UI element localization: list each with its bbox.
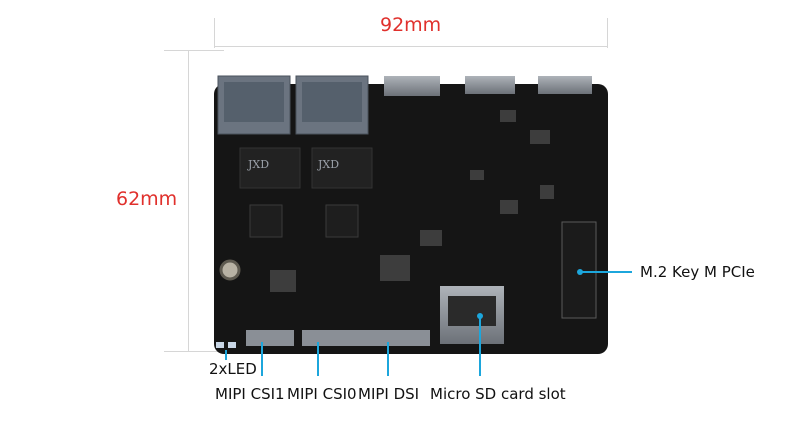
label-led: 2xLED bbox=[209, 360, 257, 378]
board-width-label: 92mm bbox=[380, 14, 442, 36]
label-csi0: MIPI CSI0 bbox=[287, 385, 357, 403]
height-guide-top bbox=[164, 50, 224, 51]
usb-port-1 bbox=[465, 76, 515, 94]
led-1 bbox=[216, 342, 224, 348]
height-guide-bottom bbox=[164, 351, 224, 352]
label-dsi: MIPI DSI bbox=[358, 385, 420, 403]
height-guide bbox=[188, 50, 189, 352]
chip-label-1: JXD bbox=[248, 158, 270, 171]
label-csi1: MIPI CSI1 bbox=[215, 385, 285, 403]
mounting-hole bbox=[219, 259, 241, 281]
usb-port-2 bbox=[538, 76, 592, 94]
lan-chip-1 bbox=[249, 204, 283, 238]
label-m2: M.2 Key M PCIe bbox=[640, 263, 755, 281]
lan-transformer-2 bbox=[311, 147, 373, 189]
dsi-connector bbox=[350, 330, 430, 346]
width-guide-left bbox=[214, 18, 215, 48]
width-guide bbox=[214, 46, 608, 47]
hdmi-port bbox=[384, 76, 440, 96]
lan-chip-2 bbox=[325, 204, 359, 238]
csi0-connector bbox=[302, 330, 350, 346]
board-height-label: 62mm bbox=[116, 188, 178, 210]
width-guide-right bbox=[607, 18, 608, 48]
csi1-connector bbox=[246, 330, 294, 346]
led-2 bbox=[228, 342, 236, 348]
lan-transformer-1 bbox=[239, 147, 301, 189]
chip-label-2: JXD bbox=[318, 158, 340, 171]
label-sd: Micro SD card slot bbox=[430, 385, 566, 403]
